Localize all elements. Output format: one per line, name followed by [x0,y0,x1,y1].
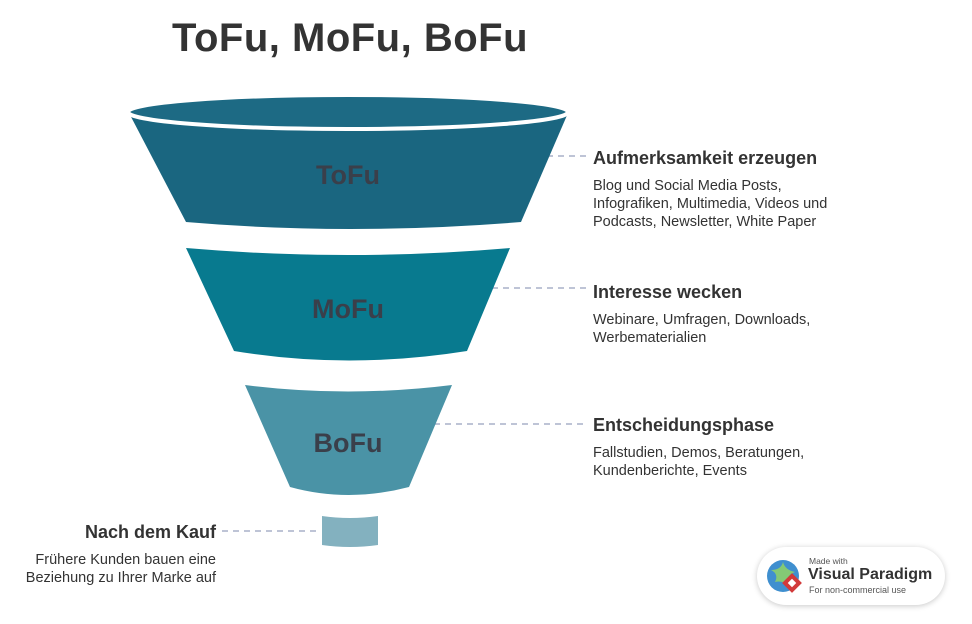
after-purchase-block: Nach dem Kauf Frühere Kunden bauen eine … [0,522,216,587]
badge-subtitle: For non-commercial use [809,585,907,595]
tofu-rim [126,93,570,131]
tofu-segment [129,113,568,229]
mofu-segment [186,248,510,361]
after-purchase-heading: Nach dem Kauf [84,522,216,542]
badge-brand: Visual Paradigm [808,566,933,583]
bofu-description-block: Entscheidungsphase Fallstudien, Demos, B… [593,415,843,480]
tofu-description-block: Aufmerksamkeit erzeugen Blog und Social … [593,148,843,231]
bofu-description: Fallstudien, Demos, Beratungen, Kundenbe… [593,445,805,479]
mofu-description-block: Interesse wecken Webinare, Umfragen, Dow… [593,282,843,347]
bofu-label: BoFu [313,428,383,458]
diagram-title: ToFu, MoFu, BoFu [172,16,529,60]
badge-made-with: Made with [809,556,848,566]
mofu-description: Webinare, Umfragen, Downloads, Werbemate… [593,312,811,346]
tofu-description: Blog und Social Media Posts, Infografike… [593,178,828,230]
after-purchase-segment [322,516,378,547]
mofu-label: MoFu [312,294,384,324]
tofu-label: ToFu [316,160,380,190]
visual-paradigm-badge[interactable]: Made with Visual Paradigm For non-commer… [757,547,945,605]
bofu-segment [245,385,452,495]
visual-paradigm-logo-icon [767,560,802,593]
tofu-heading: Aufmerksamkeit erzeugen [593,148,818,168]
mofu-heading: Interesse wecken [593,282,743,302]
after-purchase-description: Frühere Kunden bauen eine Beziehung zu I… [25,552,216,586]
bofu-heading: Entscheidungsphase [593,415,775,435]
